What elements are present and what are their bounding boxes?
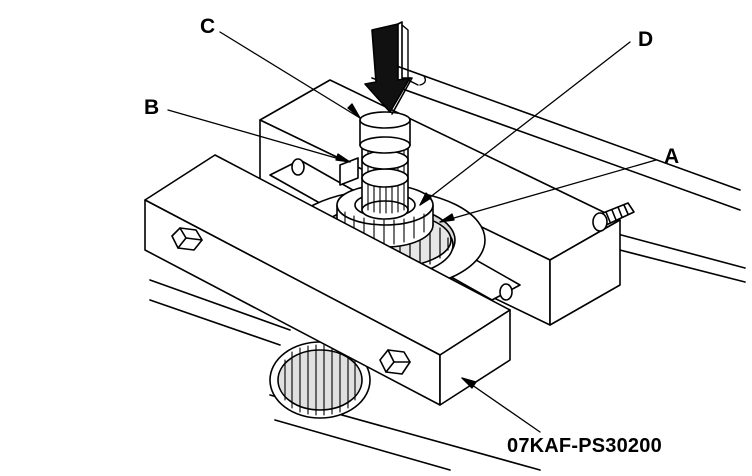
label-c: C — [200, 15, 216, 38]
nut-left — [171, 227, 203, 251]
lower-gears — [269, 341, 371, 419]
block-b — [339, 157, 359, 186]
nut-right — [379, 349, 411, 375]
label-b: B — [144, 96, 160, 119]
lower-support-bar — [144, 154, 511, 406]
label-d: D — [638, 28, 654, 51]
press-arrow-icon — [364, 21, 427, 115]
label-a: A — [664, 145, 680, 168]
tool-number-label: 07KAF-PS30200 — [507, 435, 662, 457]
threaded-rod-right — [592, 202, 635, 232]
leader-lines — [167, 31, 657, 433]
attachment-c — [359, 111, 411, 154]
